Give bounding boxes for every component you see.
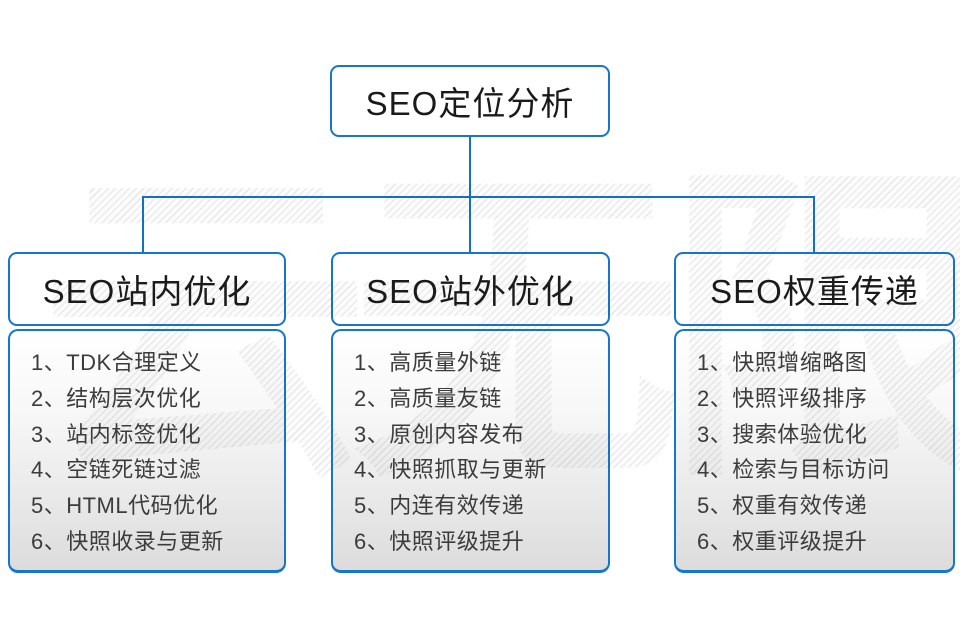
list-item: 2、结构层次优化 bbox=[31, 385, 202, 411]
connector-root-drop bbox=[469, 137, 471, 197]
list-item: 1、快照增缩略图 bbox=[697, 350, 868, 375]
list-item: 6、快照评级提升 bbox=[354, 528, 525, 554]
header-label-offsite: SEO站外优化 bbox=[366, 273, 575, 310]
list-onsite: 1、TDK合理定义 2、结构层次优化 3、站内标签优化 4、空链死链过滤 5、H… bbox=[10, 331, 284, 560]
list-item: 5、权重有效传递 bbox=[697, 493, 868, 519]
list-box-offsite: 1、高质量外链 2、高质量友链 3、原创内容发布 4、快照抓取与更新 5、内连有… bbox=[331, 329, 610, 573]
list-box-weight: 1、快照增缩略图 2、快照评级排序 3、搜索体验优化 4、检索与目标访问 5、权… bbox=[674, 329, 955, 573]
list-item: 6、权重评级提升 bbox=[697, 528, 868, 554]
list-item: 5、HTML代码优化 bbox=[31, 493, 219, 519]
list-item: 1、高质量外链 bbox=[354, 350, 502, 375]
list-offsite: 1、高质量外链 2、高质量友链 3、原创内容发布 4、快照抓取与更新 5、内连有… bbox=[333, 331, 608, 560]
list-item: 2、高质量友链 bbox=[354, 385, 502, 411]
list-item: 3、搜索体验优化 bbox=[697, 421, 868, 447]
connector-drop-left bbox=[142, 196, 144, 253]
list-item: 4、快照抓取与更新 bbox=[354, 457, 547, 483]
header-label-onsite: SEO站内优化 bbox=[42, 273, 252, 310]
header-box-onsite: SEO站内优化 bbox=[8, 252, 286, 326]
list-item: 4、空链死链过滤 bbox=[31, 457, 202, 483]
list-item: 2、快照评级排序 bbox=[697, 385, 868, 411]
connector-drop-middle bbox=[469, 196, 471, 253]
list-item: 4、检索与目标访问 bbox=[697, 457, 890, 483]
connector-horizontal bbox=[142, 196, 815, 198]
list-item: 3、站内标签优化 bbox=[31, 421, 202, 447]
list-item: 1、TDK合理定义 bbox=[31, 350, 202, 375]
root-node-seo-positioning: SEO定位分析 bbox=[330, 65, 610, 137]
list-item: 3、原创内容发布 bbox=[354, 421, 525, 447]
header-box-weight: SEO权重传递 bbox=[674, 252, 955, 326]
root-node-label: SEO定位分析 bbox=[365, 85, 575, 122]
list-item: 5、内连有效传递 bbox=[354, 493, 525, 519]
list-item: 6、快照收录与更新 bbox=[31, 528, 224, 554]
header-label-weight: SEO权重传递 bbox=[710, 273, 919, 310]
list-box-onsite: 1、TDK合理定义 2、结构层次优化 3、站内标签优化 4、空链死链过滤 5、H… bbox=[8, 329, 286, 573]
connector-drop-right bbox=[813, 196, 815, 253]
header-box-offsite: SEO站外优化 bbox=[331, 252, 610, 326]
list-weight: 1、快照增缩略图 2、快照评级排序 3、搜索体验优化 4、检索与目标访问 5、权… bbox=[676, 331, 953, 560]
